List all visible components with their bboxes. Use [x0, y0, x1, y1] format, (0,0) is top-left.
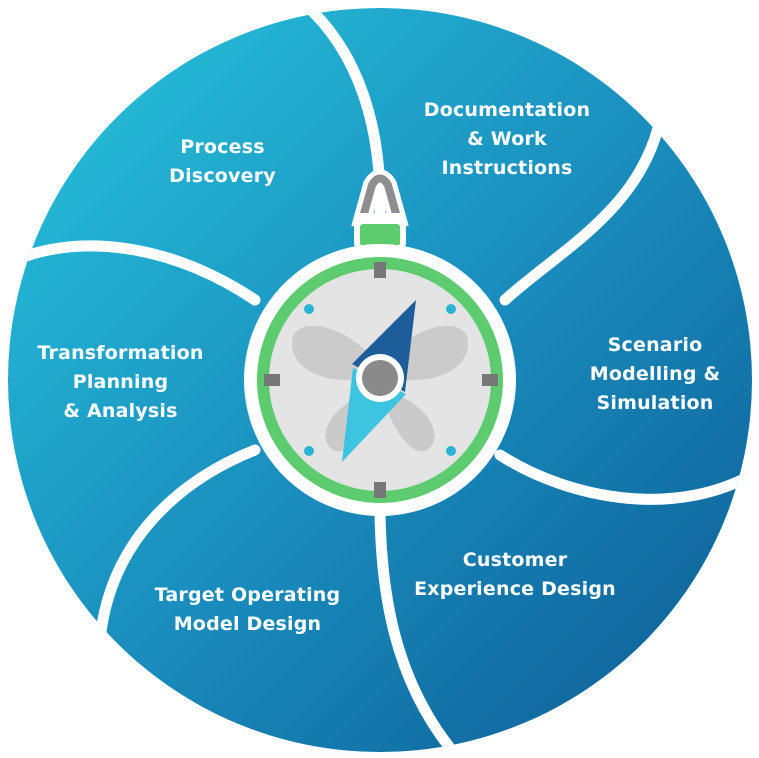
segment-dividers	[9, 8, 752, 752]
segment-label-customer-experience: Customer Experience Design	[414, 549, 616, 600]
divider-left	[9, 240, 261, 306]
compass-icon	[244, 169, 516, 516]
divider-lower-left	[94, 444, 261, 646]
segment-label-transformation-planning: Transformation Planning & Analysis	[37, 342, 204, 422]
divider-bottom	[374, 474, 466, 752]
segment-label-documentation: Documentation & Work Instructions	[423, 99, 591, 179]
segment-label-target-operating-model: Target Operating Model Design	[154, 584, 341, 635]
compass-ticks	[264, 262, 498, 498]
divider-right	[494, 449, 752, 505]
segment-label-process-discovery: Process Discovery	[169, 136, 276, 187]
divider-upper-right	[499, 114, 666, 306]
segment-label-scenario-modelling: Scenario Modelling & Simulation	[589, 334, 721, 414]
compass-dots	[304, 304, 456, 456]
